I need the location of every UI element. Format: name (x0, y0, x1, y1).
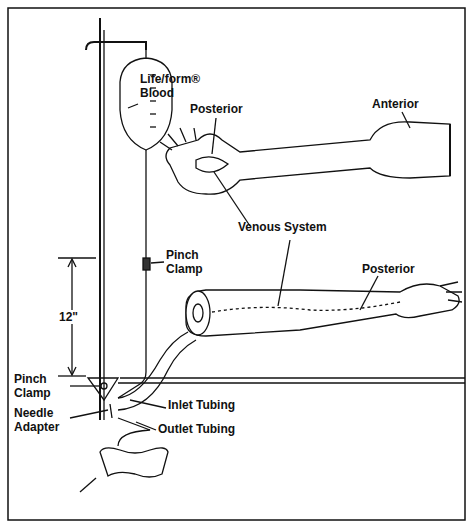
outlet-drain (118, 418, 150, 446)
bag-tick (150, 113, 156, 114)
part-label: 12" (58, 310, 79, 324)
leader-line (136, 422, 156, 430)
lower-pinch-clamp (101, 383, 107, 389)
vein (212, 302, 400, 312)
iv-pole (99, 18, 101, 420)
leader-line (151, 262, 164, 263)
part-label: Pinch Clamp (14, 372, 70, 400)
leader-line (278, 240, 290, 306)
dimension-tick (58, 257, 96, 258)
table-edge (120, 377, 465, 378)
leader-line (80, 478, 96, 492)
leader-line (128, 104, 138, 108)
palm-veins (196, 157, 228, 172)
arm-end (449, 124, 451, 176)
leader-line (360, 276, 378, 310)
tubing (145, 150, 146, 258)
arm-cylinder-bore (193, 304, 203, 322)
bag-tick (150, 126, 156, 127)
bag-tick (150, 100, 156, 101)
leader-line (130, 400, 166, 408)
table-edge (118, 382, 465, 383)
pinch-clamp (143, 258, 150, 270)
part-label: Needle Adapter (14, 406, 70, 434)
fingers (440, 282, 462, 302)
part-label: Pinch Clamp (166, 248, 216, 276)
part-label: Life/form® Blood (140, 72, 202, 100)
part-label: Venous System (238, 220, 327, 234)
frame (8, 8, 465, 520)
leader-line (70, 385, 100, 386)
part-label: Anterior (372, 97, 419, 111)
bottom-arm (186, 284, 459, 336)
leader-line (212, 118, 216, 154)
part-label: Inlet Tubing (168, 398, 235, 412)
fingers (160, 128, 196, 150)
part-label: Posterior (190, 102, 243, 116)
tubing (118, 270, 146, 398)
part-label: Posterior (362, 262, 415, 276)
leader-line (402, 112, 410, 128)
drip-tray (100, 448, 168, 477)
inlet-tube (118, 332, 188, 398)
part-label: Outlet Tubing (158, 422, 235, 436)
leader-line (214, 172, 250, 226)
leader-line (70, 410, 108, 418)
arm-cylinder-end (186, 291, 210, 335)
top-arm (166, 122, 450, 194)
pole-hook (86, 42, 146, 50)
iv-pole-edge (103, 30, 104, 420)
pole-base (88, 378, 118, 400)
blood-bag (120, 50, 172, 150)
needle-adapter (110, 404, 112, 418)
